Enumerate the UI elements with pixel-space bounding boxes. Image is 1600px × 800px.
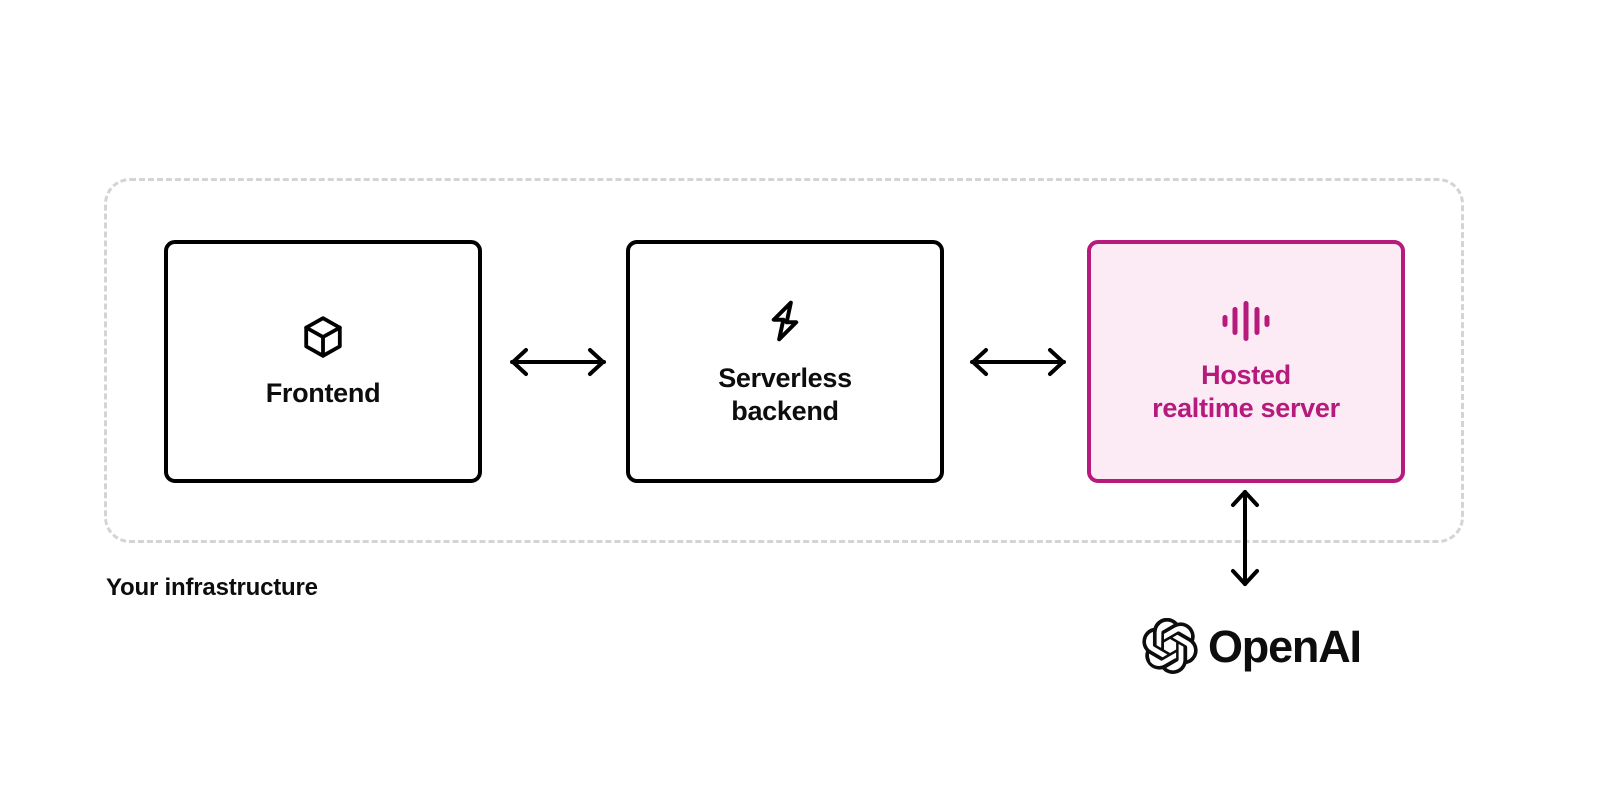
connector-frontend-backend-icon — [508, 340, 608, 384]
node-hosted-realtime-server-label: Hosted realtime server — [1152, 359, 1340, 423]
connector-backend-hosted-icon — [968, 340, 1068, 384]
node-frontend-label: Frontend — [265, 378, 381, 409]
infrastructure-caption: Your infrastructure — [106, 574, 318, 601]
connector-hosted-openai-icon — [1222, 487, 1268, 589]
openai-wordmark: OpenAI — [1208, 620, 1362, 672]
node-serverless-backend[interactable]: Serverless backend — [626, 240, 944, 483]
openai-blossom-logo — [1142, 617, 1198, 675]
cube-icon — [299, 313, 347, 361]
node-hosted-realtime-server[interactable]: Hosted realtime server — [1087, 240, 1405, 483]
node-frontend[interactable]: Frontend — [164, 240, 482, 483]
lightning-bolt-icon — [760, 296, 810, 346]
infrastructure-boundary — [104, 178, 1464, 543]
openai-lockup: OpenAI — [1142, 617, 1362, 675]
audio-waveform-icon — [1220, 299, 1272, 343]
node-serverless-backend-label: Serverless backend — [718, 362, 852, 426]
